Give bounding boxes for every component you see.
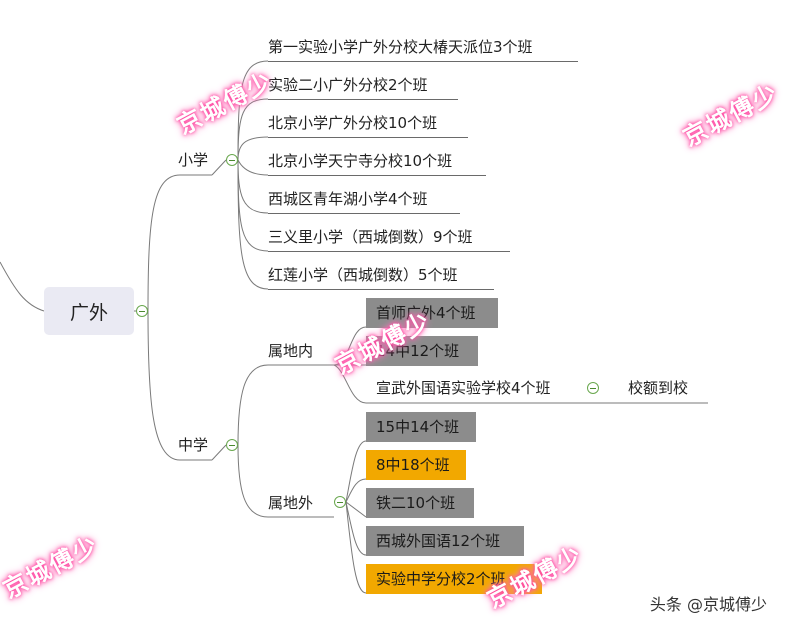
local-school-item[interactable]: 首师广外4个班 (366, 298, 498, 328)
outside-school-item[interactable]: 实验中学分校2个班 (366, 564, 542, 594)
local-school-item[interactable]: 宣武外国语实验学校4个班 (376, 379, 551, 397)
root-node[interactable]: 广外 (44, 287, 134, 335)
primary-school-node[interactable]: 小学 (178, 151, 209, 169)
primary-school-item[interactable]: 第一实验小学广外分校大椿天派位3个班 (268, 37, 578, 62)
primary-school-item[interactable]: 北京小学广外分校10个班 (268, 113, 468, 138)
collapse-toggle-icon[interactable] (226, 439, 238, 451)
outside-school-item[interactable]: 西城外国语12个班 (366, 526, 524, 556)
middle-school-node[interactable]: 中学 (178, 436, 209, 454)
collapse-toggle-icon[interactable] (226, 154, 238, 166)
local-district-node[interactable]: 属地内 (268, 342, 314, 360)
local-school-item[interactable]: 14中12个班 (366, 336, 478, 366)
quota-node[interactable]: 校额到校 (628, 379, 689, 397)
root-label: 广外 (69, 301, 108, 324)
credit-text: 头条 @京城傅少 (649, 595, 767, 614)
outside-district-node[interactable]: 属地外 (268, 494, 314, 512)
outside-school-item[interactable]: 8中18个班 (366, 450, 466, 480)
primary-school-item[interactable]: 西城区青年湖小学4个班 (268, 189, 460, 214)
collapse-toggle-icon[interactable] (334, 496, 346, 508)
outside-school-item[interactable]: 15中14个班 (366, 412, 476, 442)
primary-school-item[interactable]: 北京小学天宁寺分校10个班 (268, 151, 486, 176)
primary-school-item[interactable]: 红莲小学（西城倒数）5个班 (268, 265, 494, 290)
primary-school-item[interactable]: 实验二小广外分校2个班 (268, 75, 458, 100)
outside-school-item[interactable]: 铁二10个班 (366, 488, 474, 518)
collapse-toggle-icon[interactable] (136, 305, 148, 317)
collapse-toggle-icon[interactable] (587, 382, 599, 394)
primary-school-item[interactable]: 三义里小学（西城倒数）9个班 (268, 227, 510, 252)
